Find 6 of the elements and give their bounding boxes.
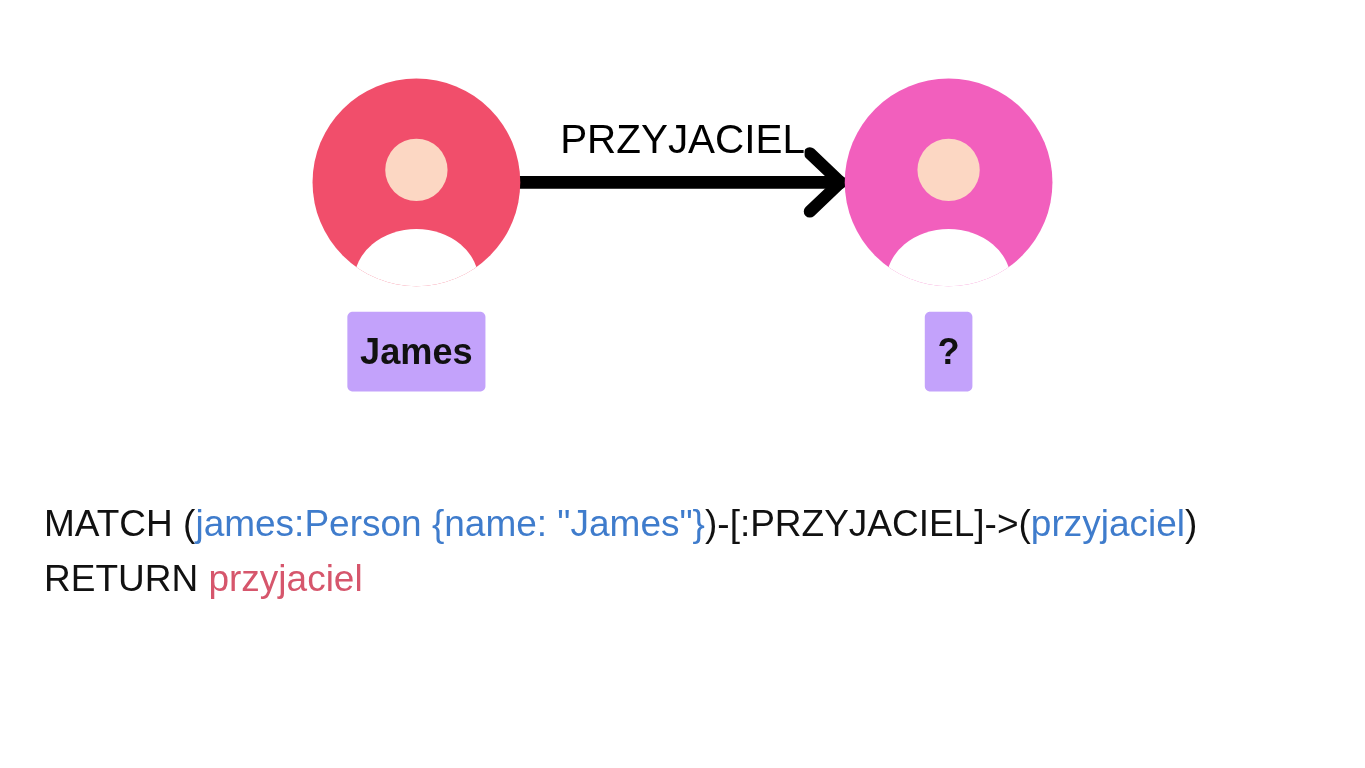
code-line: RETURN przyjaciel bbox=[44, 557, 363, 601]
avatar-icon bbox=[844, 78, 1053, 287]
name-tag: James bbox=[347, 311, 486, 392]
name-tag: ? bbox=[924, 311, 973, 392]
code-line: MATCH (james:Person {name: "James"})-[:PRZYJACIEL]->(przyjaciel) bbox=[44, 502, 1198, 546]
avatar-icon bbox=[312, 78, 521, 287]
